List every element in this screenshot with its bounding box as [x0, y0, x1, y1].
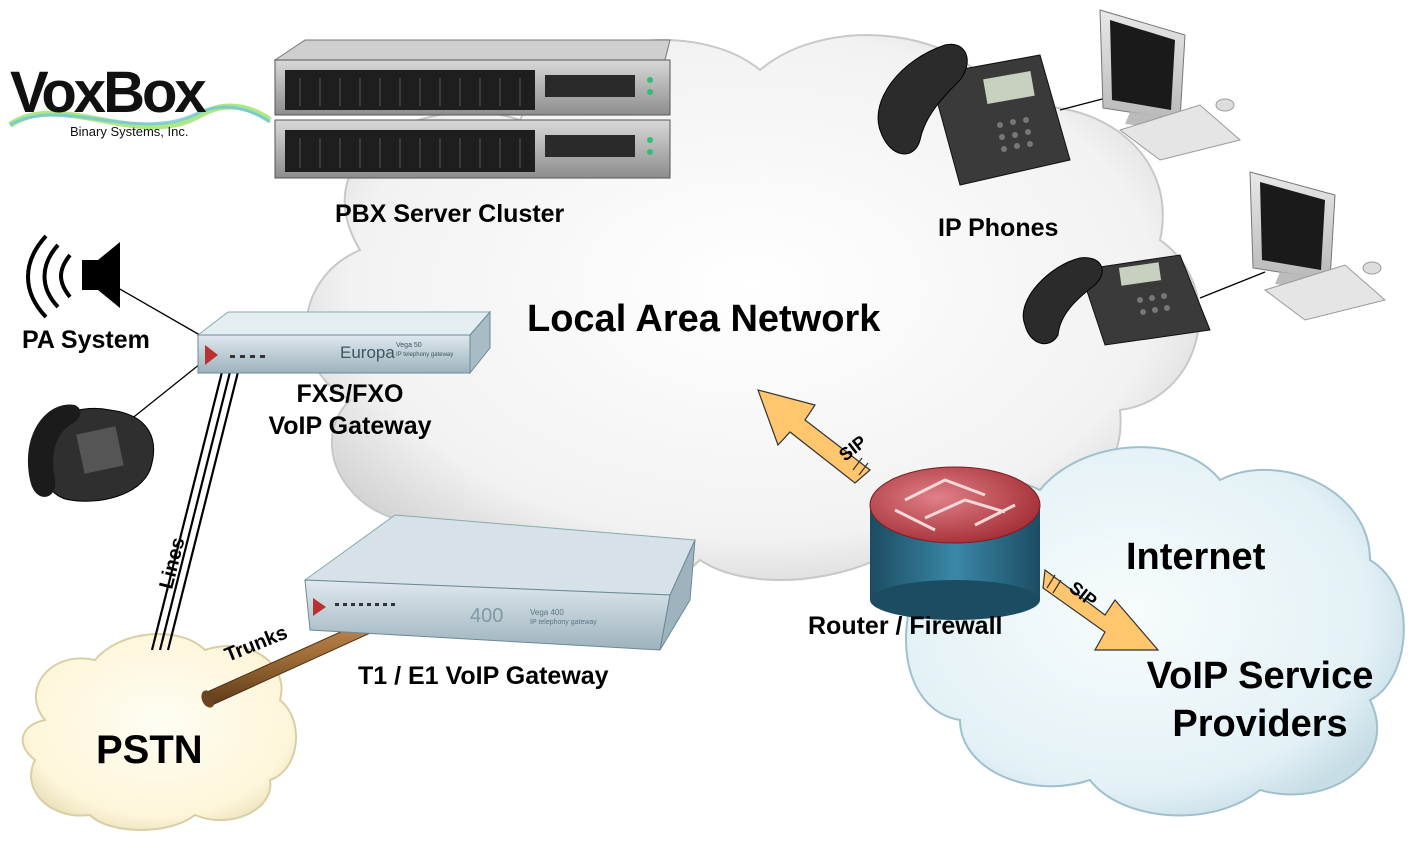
lines-wire: [150, 371, 240, 651]
speaker-icon: [26, 234, 120, 319]
gateway-400-model-text: Vega 400: [530, 608, 564, 617]
voip-service-providers-label: VoIP Service Providers: [1110, 652, 1408, 748]
pstn-label: PSTN: [96, 728, 203, 772]
desk-phone-icon: [28, 404, 155, 502]
router-firewall-label: Router / Firewall: [808, 612, 1003, 640]
ip-phone-icon: [877, 43, 1071, 186]
gateway-400-number-text: 400: [470, 605, 503, 627]
europa-brand-text: Europa: [340, 343, 395, 362]
fxs-fxo-label-line1: FXS/FXO: [296, 380, 404, 408]
pbx-server-cluster-label: PBX Server Cluster: [335, 200, 565, 228]
europa-subtitle-text: IP telephony gateway: [396, 352, 453, 358]
logo-name: VoxBox: [10, 60, 206, 125]
fxs-fxo-label-line2: VoIP Gateway: [268, 412, 432, 440]
gateway-400-subtitle-text: IP telephony gateway: [530, 619, 597, 626]
fxs-fxo-gateway-label: FXS/FXO VoIP Gateway: [250, 378, 450, 442]
sip-arrow-inbound: [757, 389, 871, 484]
lan-label: Local Area Network: [527, 298, 881, 340]
connection-lines: [117, 96, 1266, 421]
internet-label: Internet: [1126, 536, 1266, 578]
voip-label-line1: VoIP Service: [1146, 655, 1374, 697]
computer-icon: [1099, 9, 1242, 161]
router-firewall-icon: [869, 466, 1041, 620]
sip-arrow-outbound: [1042, 568, 1160, 651]
fxs-fxo-gateway-device: Europa Vega 50 IP telephony gateway: [196, 310, 492, 375]
pbx-server-cluster: [273, 39, 671, 179]
ip-phone-icon: [1022, 254, 1211, 346]
voxbox-logo: VoxBox Binary Systems, Inc.: [8, 60, 272, 139]
computer-icon: [1249, 171, 1387, 321]
europa-model-text: Vega 50: [396, 342, 422, 349]
ip-phones-label: IP Phones: [938, 214, 1059, 242]
logo-subtitle: Binary Systems, Inc.: [70, 124, 188, 139]
t1-e1-gateway-device: 400 Vega 400 IP telephony gateway: [303, 514, 696, 651]
t1-e1-gateway-label: T1 / E1 VoIP Gateway: [358, 662, 609, 690]
pa-system-label: PA System: [22, 326, 150, 354]
voip-label-line2: Providers: [1172, 703, 1348, 745]
